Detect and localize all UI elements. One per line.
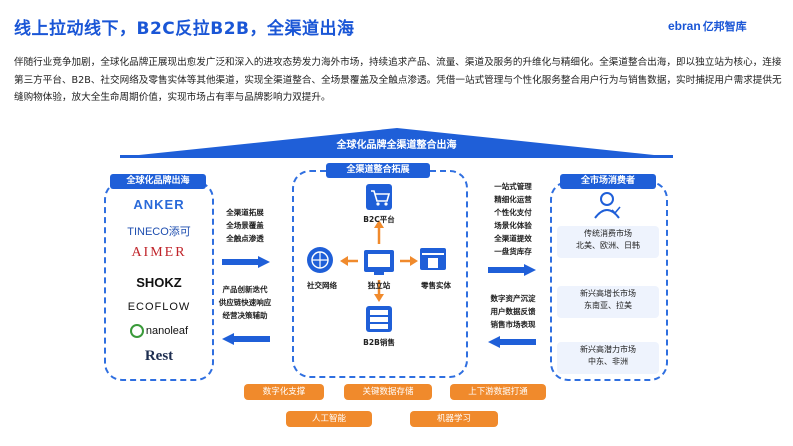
logo-brand: ebran — [668, 19, 701, 33]
left-upper-text: 全渠道拓展 全场景覆盖 全触点渗透 — [226, 208, 264, 243]
right-arrow-icon-2 — [488, 264, 536, 276]
market-card-potential: 新兴高潜力市场 中东、非洲 — [557, 342, 659, 374]
brand-aimer: AIMER — [131, 245, 187, 260]
left-panel: ANKER TINECO添可 AIMER SHOKZ ECOFLOW nanol… — [104, 181, 214, 381]
nanoleaf-icon — [129, 324, 144, 338]
pill-upstream-downstream: 上下游数据打通 — [450, 384, 546, 400]
logo-text: 亿邦智库 — [702, 21, 747, 33]
right-panel-title: 全市场消费者 — [560, 174, 656, 189]
left-panel-title: 全球化品牌出海 — [110, 174, 206, 189]
node-retail: 零售实体 — [421, 281, 451, 290]
social-network-icon — [307, 247, 333, 273]
left-arrow-icon — [222, 333, 270, 345]
pill-key-data-storage: 关键数据存储 — [344, 384, 432, 400]
page-title: 线上拉动线下，B2C反拉B2B，全渠道出海 — [14, 19, 355, 39]
cart-icon — [366, 184, 392, 210]
arrow-up-icon — [374, 220, 384, 244]
market-card-traditional: 传统消费市场 北美、欧洲、日韩 — [557, 226, 659, 258]
brand-anker: ANKER — [133, 197, 185, 212]
arrow-right-icon — [400, 256, 418, 266]
brand-shokz: SHOKZ — [136, 275, 182, 290]
right-upper-text: 一站式管理 精细化运营 个性化支付 场景化体验 全渠道提效 一盘货库存 — [494, 182, 532, 256]
server-icon — [366, 306, 392, 332]
pill-machine-learning: 机器学习 — [410, 411, 498, 427]
center-panel-title: 全渠道整合拓展 — [326, 163, 430, 178]
left-lower-text: 产品创新迭代 供应链快速响应 经营决策辅助 — [218, 285, 272, 320]
monitor-icon — [364, 250, 394, 275]
arrow-down-icon — [374, 280, 384, 302]
intro-paragraph: 伴随行业竞争加剧，全球化品牌正展现出愈发广泛和深入的进攻态势发力海外市场，持续追… — [14, 57, 782, 103]
brand-ecoflow: ECOFLOW — [127, 301, 191, 313]
right-lower-text: 数字资产沉淀 用户数据反馈 销售市场表现 — [490, 294, 536, 329]
roof-label: 全球化品牌全渠道整合出海 — [336, 140, 457, 151]
node-b2b: B2B销售 — [363, 338, 395, 347]
left-arrow-icon-2 — [488, 336, 536, 348]
brand-nanoleaf: nanoleaf — [106, 324, 212, 338]
pill-digital-support: 数字化支撑 — [244, 384, 324, 400]
consumer-icon — [594, 192, 621, 219]
brand-rest: Rest — [144, 348, 174, 364]
market-card-growth: 新兴高增长市场 东南亚、拉美 — [557, 286, 659, 318]
node-b2c: B2C平台 — [363, 215, 395, 224]
arrow-left-icon — [340, 256, 358, 266]
node-social: 社交网络 — [307, 281, 337, 290]
pill-ai: 人工智能 — [286, 411, 372, 427]
brand-tineco: TINECO添可 — [127, 226, 191, 238]
node-independent-site: 独立站 — [367, 281, 391, 290]
right-arrow-icon — [222, 256, 270, 268]
center-diagram — [307, 184, 446, 332]
store-icon — [420, 248, 446, 270]
